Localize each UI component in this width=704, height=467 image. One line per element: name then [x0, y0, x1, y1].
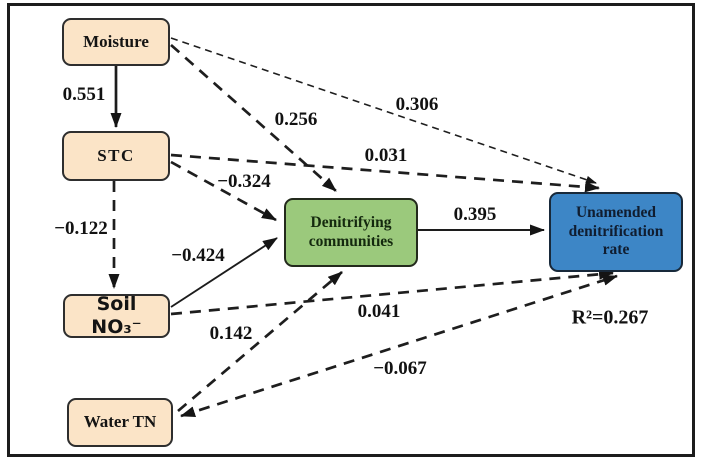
- coef-stc-unamended: 0.031: [364, 145, 408, 166]
- node-stc: STC: [62, 131, 170, 181]
- coef-water-tn-unamended: −0.067: [373, 358, 427, 379]
- coef-moisture-denitrifying: 0.256: [274, 109, 318, 130]
- coef-soil-no3-unamended: 0.041: [357, 301, 401, 322]
- node-unamended-denitrification-rate: Unamended denitrification rate: [549, 192, 683, 272]
- node-soil-no3: Soil NO₃⁻: [63, 293, 170, 338]
- coef-soil-no3-denitrifying: −0.424: [171, 245, 225, 266]
- node-water-tn: Water TN: [67, 398, 173, 447]
- node-moisture: Moisture: [62, 18, 170, 66]
- r-squared-annotation: R²=0.267: [571, 306, 649, 329]
- coef-stc-soil-no3: −0.122: [54, 218, 108, 239]
- coef-stc-denitrifying: −0.324: [217, 171, 271, 192]
- diagram-border: [7, 3, 695, 457]
- coef-moisture-stc: 0.551: [62, 84, 106, 105]
- node-denitrifying-communities: Denitrifying communities: [284, 198, 418, 267]
- coef-denitrifying-unamended: 0.395: [453, 204, 497, 225]
- coef-water-tn-denitrifying: 0.142: [209, 323, 253, 344]
- coef-moisture-unamended: 0.306: [395, 94, 439, 115]
